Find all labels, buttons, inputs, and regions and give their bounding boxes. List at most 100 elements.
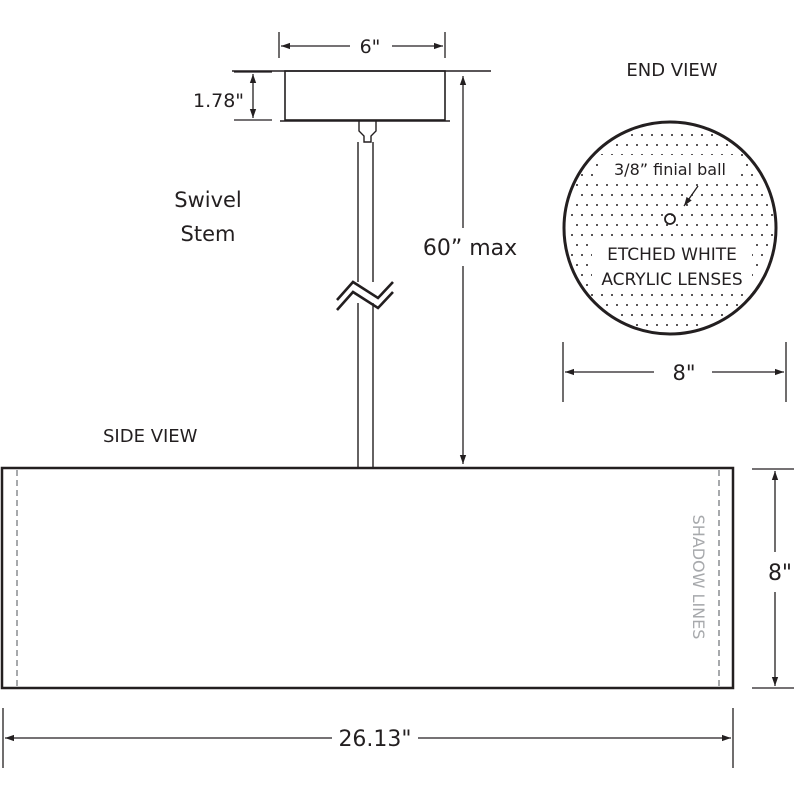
lens-dot: [646, 144, 648, 146]
lens-dot: [591, 214, 593, 216]
lens-dot: [771, 234, 773, 236]
lens-dot: [741, 154, 743, 156]
lens-dot: [591, 174, 593, 176]
lens-dot: [636, 304, 638, 306]
lens-dot: [606, 304, 608, 306]
lens-dot: [576, 204, 578, 206]
lens-dot: [586, 284, 588, 286]
lens-dot: [666, 304, 668, 306]
lens-dot: [716, 224, 718, 226]
lens-dot: [571, 214, 573, 216]
lens-dot: [621, 194, 623, 196]
lens-dot: [671, 294, 673, 296]
canopy-height-dimension: 1.78": [193, 71, 272, 121]
lens-dot: [741, 234, 743, 236]
lens-dot: [626, 204, 628, 206]
lens-dot: [636, 324, 638, 326]
lens-dot: [696, 204, 698, 206]
lens-dot: [701, 194, 703, 196]
lens-dot: [711, 314, 713, 316]
lens-dot: [701, 214, 703, 216]
lens-dot: [706, 304, 708, 306]
lens-dot: [636, 224, 638, 226]
lens-dot: [626, 224, 628, 226]
lens-dot: [636, 204, 638, 206]
lens-dot: [596, 164, 598, 166]
lens-dot: [706, 184, 708, 186]
lens-dot: [691, 134, 693, 136]
lens-dot: [681, 214, 683, 216]
lens-dot: [676, 324, 678, 326]
lens-dot: [616, 184, 618, 186]
lens-dot: [651, 134, 653, 136]
lens-dot: [716, 144, 718, 146]
lens-dot: [576, 184, 578, 186]
lens-dot: [621, 214, 623, 216]
lens-label-line2: ACRYLIC LENSES: [601, 270, 742, 290]
lens-dot: [586, 204, 588, 206]
lens-dot: [621, 234, 623, 236]
lens-dot: [621, 294, 623, 296]
fixture-body: [0, 466, 735, 690]
lens-dot: [661, 234, 663, 236]
lens-dot: [666, 324, 668, 326]
lens-dot: [741, 214, 743, 216]
side-view-length-dimension: 26.13": [2, 708, 734, 768]
lens-dot: [661, 194, 663, 196]
lens-dot: [651, 194, 653, 196]
lens-dot: [701, 294, 703, 296]
lens-dot: [661, 314, 663, 316]
lens-dot: [731, 294, 733, 296]
lens-dot: [646, 224, 648, 226]
lens-dot: [581, 234, 583, 236]
lens-dot: [726, 204, 728, 206]
lens-dot: [571, 254, 573, 256]
lens-dot: [706, 144, 708, 146]
lens-dot: [701, 134, 703, 136]
lens-dot: [686, 304, 688, 306]
lens-dot: [756, 184, 758, 186]
lens-dot: [581, 174, 583, 176]
lens-dot: [716, 204, 718, 206]
lens-dot: [581, 194, 583, 196]
finial-leader-arrow: [683, 185, 699, 207]
lens-dot: [596, 224, 598, 226]
lens-dot: [731, 194, 733, 196]
side-view-length-label: 26.13": [338, 727, 411, 752]
lens-dot: [746, 204, 748, 206]
lens-dot: [576, 224, 578, 226]
lens-dot: [651, 214, 653, 216]
lens-dot: [681, 134, 683, 136]
lens-dot: [616, 204, 618, 206]
lens-dot: [761, 254, 763, 256]
lens-dot: [686, 204, 688, 206]
lens-dot: [681, 314, 683, 316]
lens-dot: [641, 234, 643, 236]
lens-dot: [756, 224, 758, 226]
lens-dot: [671, 134, 673, 136]
lens-dot: [726, 184, 728, 186]
lens-dot: [671, 234, 673, 236]
stem-length-label: 60” max: [423, 236, 517, 261]
lens-dot: [696, 304, 698, 306]
lens-dot: [641, 194, 643, 196]
end-view-diameter-dimension: 8": [562, 342, 787, 402]
canopy-width-label: 6": [360, 36, 381, 58]
lens-dot: [686, 224, 688, 226]
lens-dot: [626, 144, 628, 146]
lens-dot: [636, 144, 638, 146]
lens-dot: [766, 244, 768, 246]
lens-dot: [666, 204, 668, 206]
lens-dot: [691, 314, 693, 316]
lens-dot: [686, 144, 688, 146]
lens-dot: [741, 174, 743, 176]
lens-dot: [701, 234, 703, 236]
lens-dot: [616, 144, 618, 146]
lens-dot: [611, 194, 613, 196]
lens-dot: [661, 294, 663, 296]
lens-dot: [616, 224, 618, 226]
lens-dot: [581, 274, 583, 276]
lens-dot: [676, 224, 678, 226]
lens-dot: [631, 214, 633, 216]
